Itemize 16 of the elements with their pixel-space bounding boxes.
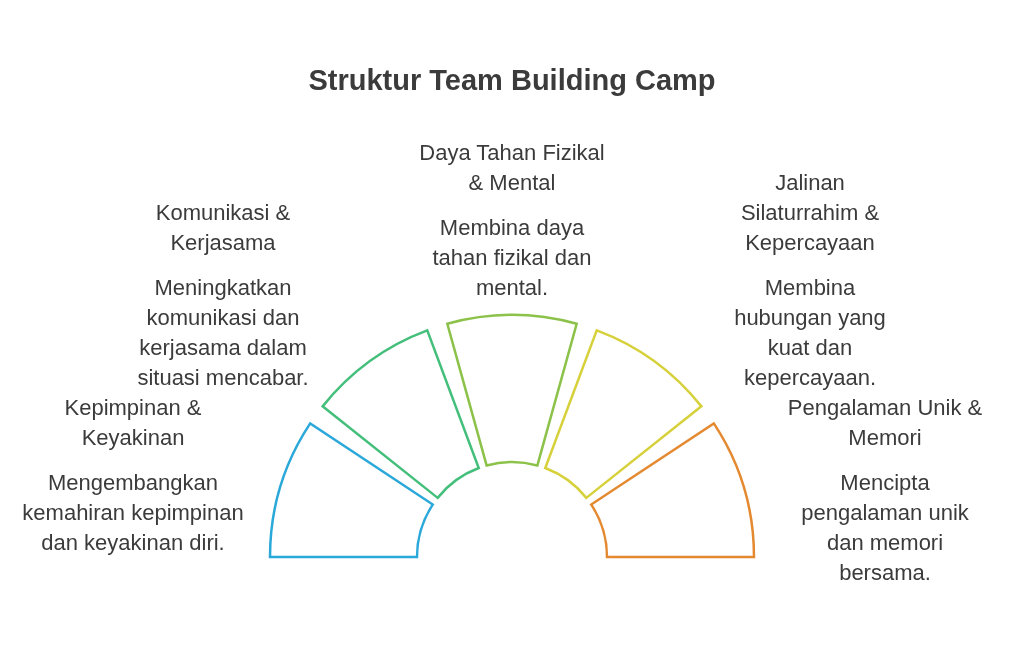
- segment-description: Meningkatkan komunikasi dan kerjasama dalam situasi mencabar.: [136, 274, 310, 392]
- segment-description: Mencipta pengalaman unik dan memori bersama.: [800, 469, 970, 587]
- segment-heading: Kepimpinan & Keyakinan: [63, 394, 203, 452]
- arc-segment: [446, 314, 578, 467]
- segment-heading: Pengalaman Unik & Memori: [786, 394, 984, 452]
- segment-heading: Jalinan Silaturrahim & Kepercayaan: [739, 169, 881, 257]
- arc-segment: [589, 422, 756, 559]
- segment-heading: Daya Tahan Fizikal & Mental: [418, 139, 606, 197]
- diagram-title: Struktur Team Building Camp: [307, 64, 717, 97]
- arc-segment: [321, 329, 480, 500]
- segment-description: Mengembangkan kemahiran kepimpinan dan keyakinan diri.: [21, 469, 245, 557]
- arc-segment: [544, 329, 703, 500]
- segment-description: Membina hubungan yang kuat dan kepercayaan.: [733, 274, 887, 392]
- segment-description: Membina daya tahan fizikal dan mental.: [431, 214, 593, 302]
- segment-heading: Komunikasi & Kerjasama: [154, 199, 292, 257]
- arc-segment: [268, 422, 435, 559]
